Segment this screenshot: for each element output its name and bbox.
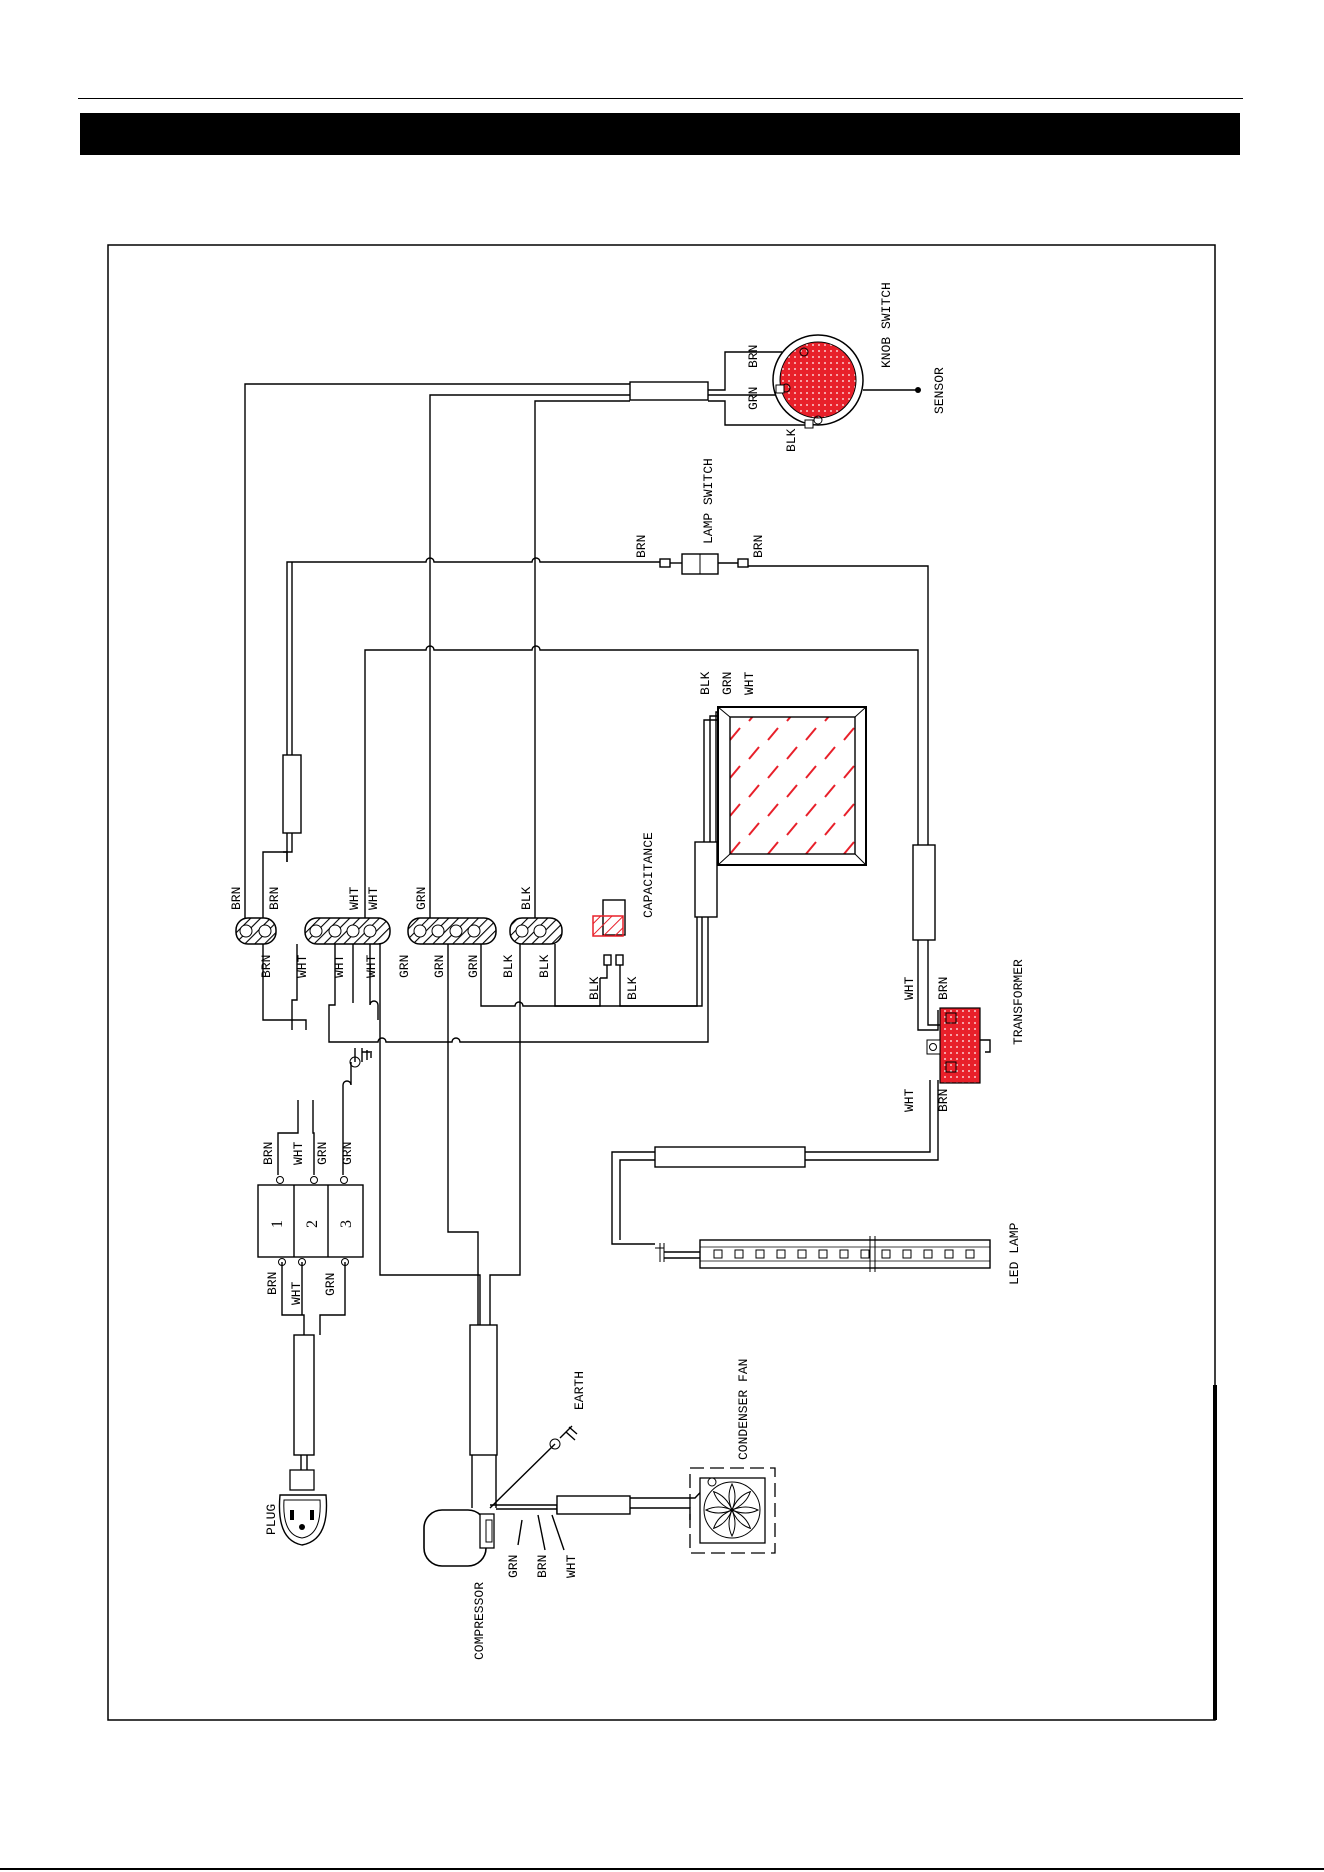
fan-cable-sleeve — [557, 1496, 630, 1514]
block-blk-bottom-1: BLK — [501, 954, 516, 978]
plug-top-wht: WHT — [291, 1141, 306, 1165]
condenser-fan-icon — [690, 1468, 775, 1553]
plug-bottom-grn: GRN — [323, 1273, 338, 1296]
cap-blk-left: BLK — [587, 976, 602, 1000]
led-lamp-label: LED LAMP — [1007, 1222, 1022, 1285]
compressor-icon — [424, 1510, 494, 1566]
trans-wht-bottom: WHT — [902, 1088, 917, 1112]
transformer-label: TRANSFORMER — [1011, 959, 1026, 1045]
block-wht-bottom-2: WHT — [332, 954, 347, 978]
sensor-label: SENSOR — [932, 367, 947, 414]
earth-label: EARTH — [572, 1371, 587, 1410]
capacitance-label: CAPACITANCE — [641, 832, 656, 918]
knob-switch-dial — [780, 342, 856, 418]
board-blk-label: BLK — [698, 671, 713, 695]
knob-brn-label: BRN — [746, 345, 761, 368]
knob-grn-label: GRN — [746, 387, 761, 410]
plug-icon — [279, 1470, 326, 1545]
plug-bottom-wht: WHT — [289, 1281, 304, 1305]
terminal-block-grn — [408, 918, 496, 944]
compressor-brn: BRN — [535, 1555, 550, 1578]
trans-brn-bottom: BRN — [936, 1089, 951, 1112]
plug-top-brn: BRN — [261, 1142, 276, 1165]
lamp-switch-label: LAMP SWITCH — [701, 458, 716, 544]
compressor-wht: WHT — [564, 1554, 579, 1578]
trans-brn-top: BRN — [936, 977, 951, 1000]
block-blk-top: BLK — [519, 886, 534, 910]
terminal-2: 2 — [304, 1220, 321, 1228]
wires — [245, 352, 948, 1550]
terminal-1: 1 — [269, 1220, 286, 1228]
block-brn-top-2: BRN — [267, 887, 282, 910]
transformer-sleeve — [913, 845, 935, 940]
board-sleeve — [695, 842, 717, 917]
block-grn-top: GRN — [414, 887, 429, 910]
plug-bottom-brn: BRN — [265, 1272, 280, 1295]
led-lamp — [655, 1236, 990, 1272]
block-grn-bottom-3: GRN — [466, 955, 481, 978]
knob-blk-label: BLK — [784, 428, 799, 452]
knob-connector — [805, 420, 813, 428]
capacitance — [593, 900, 625, 978]
board-grn-label: GRN — [720, 672, 735, 695]
knob-switch — [773, 335, 921, 428]
terminal-block-blk — [510, 918, 562, 944]
trans-wht-top: WHT — [902, 976, 917, 1000]
compressor-grn: GRN — [506, 1555, 521, 1578]
terminal-block-wht — [305, 918, 390, 944]
diagram-frame — [108, 245, 1215, 1720]
block-brn-bottom: BRN — [259, 955, 274, 978]
block-wht-top-2: WHT — [366, 886, 381, 910]
condenser-fan-label: CONDENSER FAN — [736, 1359, 751, 1460]
compressor-label: COMPRESSOR — [472, 1582, 487, 1660]
block-grn-bottom-1: GRN — [397, 955, 412, 978]
block-wht-top-1: WHT — [347, 886, 362, 910]
board-wht-label: WHT — [742, 671, 757, 695]
power-cord — [294, 1335, 314, 1455]
cap-blk-right: BLK — [625, 976, 640, 1000]
block-blk-bottom-2: BLK — [537, 954, 552, 978]
block-brn-top-1: BRN — [229, 887, 244, 910]
lamp-switch — [660, 554, 748, 574]
compressor-cable-sleeve — [470, 1325, 497, 1455]
ground-icon — [350, 1048, 372, 1067]
lamp-brn-right: BRN — [751, 535, 766, 558]
lamp-brn-left: BRN — [634, 535, 649, 558]
terminal-3: 3 — [338, 1220, 355, 1228]
lamp-cable-sleeve — [655, 1147, 805, 1167]
plug-top-grn-2: GRN — [340, 1142, 355, 1165]
sensor-icon — [915, 387, 921, 393]
wire-sleeve — [630, 382, 708, 400]
transformer — [927, 1008, 990, 1083]
knob-connector — [776, 385, 784, 393]
plug-label: PLUG — [264, 1504, 279, 1535]
block-wht-bottom-1: WHT — [295, 954, 310, 978]
terminal-block-brn — [236, 918, 276, 944]
inline-resistor — [283, 755, 301, 833]
block-wht-bottom-3: WHT — [364, 954, 379, 978]
plug-top-grn-1: GRN — [315, 1142, 330, 1165]
block-grn-bottom-2: GRN — [432, 955, 447, 978]
heater-board — [718, 707, 866, 865]
knob-switch-label: KNOB SWITCH — [879, 282, 894, 368]
